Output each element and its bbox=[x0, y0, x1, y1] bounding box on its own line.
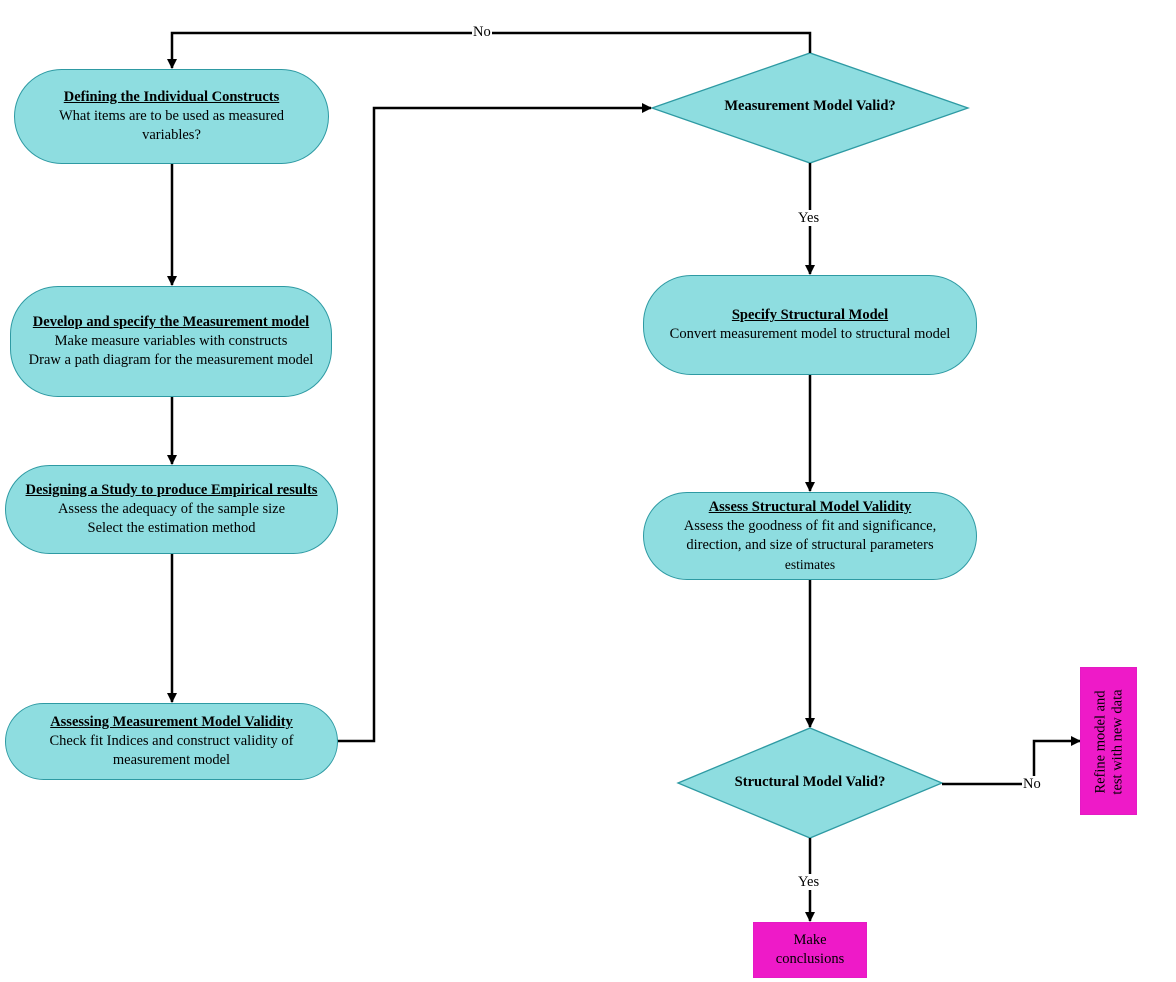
node-designing-study: Designing a Study to produce Empirical r… bbox=[5, 465, 338, 554]
node-line: conclusions bbox=[775, 951, 845, 967]
node-refine-model: Refine model and test with new data bbox=[1080, 667, 1137, 815]
measurement-valid-diamond bbox=[650, 52, 970, 164]
edge-label-no-structural: No bbox=[1022, 776, 1042, 792]
refine-model-text: Refine model and test with new data bbox=[1093, 670, 1127, 815]
edge-struct-no bbox=[942, 736, 1081, 786]
node-title: Assess Structural Model Validity bbox=[708, 499, 912, 515]
node-line: Assess the goodness of fit and significa… bbox=[683, 518, 937, 534]
node-line: Make measure variables with constructs bbox=[54, 333, 288, 349]
node-line: estimates bbox=[784, 557, 836, 572]
node-line: direction, and size of structural parame… bbox=[686, 537, 934, 553]
node-line: Convert measurement model to structural … bbox=[669, 326, 951, 342]
node-title: Designing a Study to produce Empirical r… bbox=[25, 482, 318, 498]
node-assessing-measurement: Assessing Measurement Model Validity Che… bbox=[5, 703, 338, 780]
node-title: Develop and specify the Measurement mode… bbox=[32, 314, 310, 330]
node-line: variables? bbox=[142, 127, 201, 143]
structural-valid-label: Structural Model Valid? bbox=[734, 774, 886, 790]
node-develop-measurement: Develop and specify the Measurement mode… bbox=[10, 286, 332, 397]
node-line: Assess the adequacy of the sample size bbox=[57, 501, 286, 517]
node-line: What items are to be used as measured bbox=[58, 108, 285, 124]
node-line: Select the estimation method bbox=[87, 520, 256, 536]
node-specify-structural: Specify Structural Model Convert measure… bbox=[643, 275, 977, 375]
node-define-constructs: Defining the Individual Constructs What … bbox=[14, 69, 329, 164]
node-line: measurement model bbox=[112, 752, 231, 768]
node-title: Defining the Individual Constructs bbox=[63, 89, 280, 105]
node-assess-structural: Assess Structural Model Validity Assess … bbox=[643, 492, 977, 580]
node-line: Refine model and bbox=[1092, 690, 1109, 794]
edge-assess-meas-valid bbox=[337, 103, 652, 743]
edge-label-no-top: No bbox=[472, 24, 492, 40]
node-line: test with new data bbox=[1109, 689, 1126, 795]
node-make-conclusions: Make conclusions bbox=[753, 922, 867, 978]
node-title: Specify Structural Model bbox=[731, 307, 889, 323]
node-line: Check fit Indices and construct validity… bbox=[49, 733, 294, 749]
node-title: Assessing Measurement Model Validity bbox=[50, 714, 293, 730]
node-line: Make bbox=[793, 932, 827, 948]
node-line: Draw a path diagram for the measurement … bbox=[28, 352, 314, 368]
edge-label-yes-measurement: Yes bbox=[797, 210, 821, 226]
edge-label-yes-structural: Yes bbox=[797, 874, 821, 890]
measurement-valid-label: Measurement Model Valid? bbox=[724, 98, 896, 114]
